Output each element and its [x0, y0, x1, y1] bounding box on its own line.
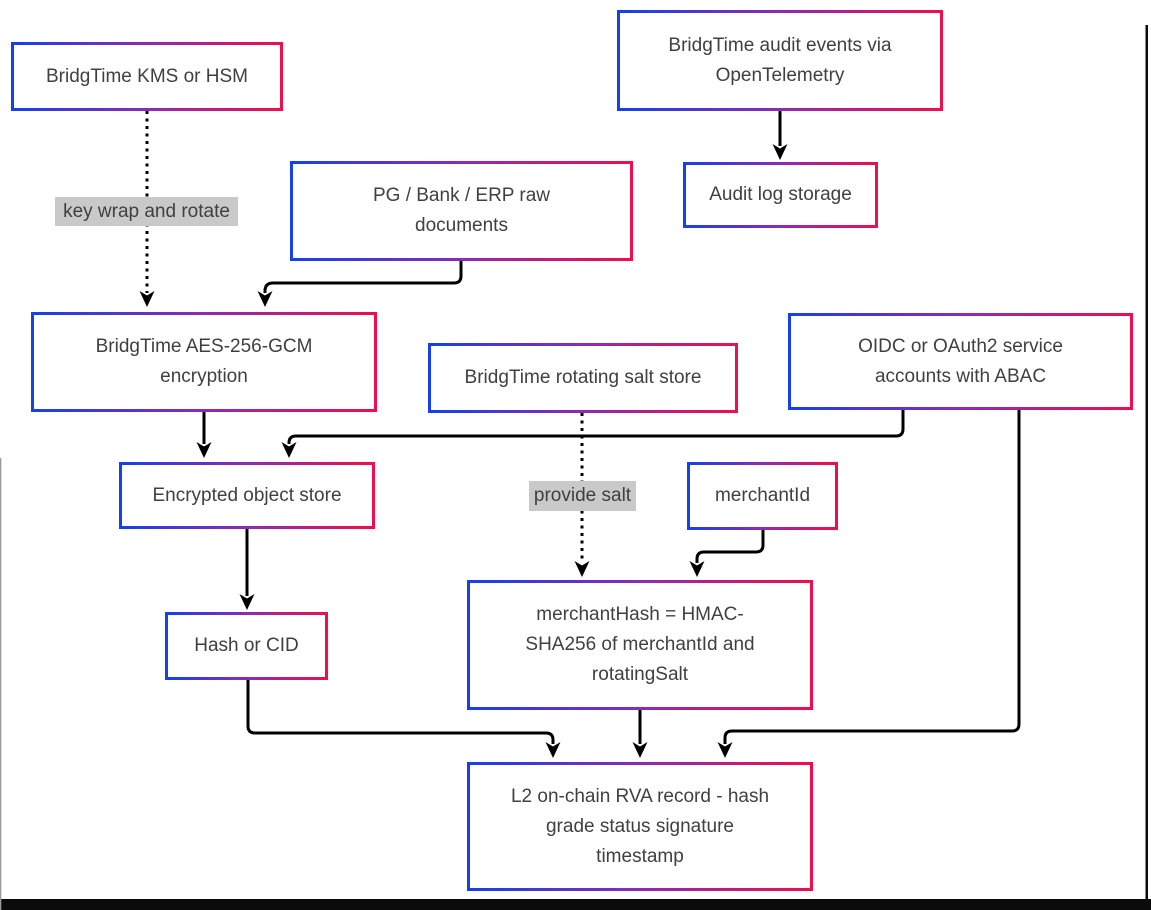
node-merchant-id: merchantId [687, 462, 838, 530]
node-aes-encryption-label: BridgTime AES-256-GCM encryption [34, 315, 374, 409]
node-kms-label: BridgTime KMS or HSM [14, 45, 280, 108]
node-audit-storage-label: Audit log storage [686, 165, 875, 225]
node-rotating-salt-store-label: BridgTime rotating salt store [431, 346, 735, 410]
node-audit-storage: Audit log storage [683, 162, 878, 228]
edge-hash-cid-to-l2-record [246, 680, 561, 758]
node-oidc-oauth2-label: OIDC or OAuth2 service accounts with ABA… [791, 316, 1130, 407]
frame-right-line [1145, 25, 1148, 910]
node-l2-onchain-rva-record-label: L2 on-chain RVA record - hash grade stat… [470, 765, 810, 888]
node-l2-onchain-rva-record: L2 on-chain RVA record - hash grade stat… [467, 762, 813, 891]
node-encrypted-object-store: Encrypted object store [119, 462, 375, 529]
node-audit-events: BridgTime audit events via OpenTelemetry [617, 10, 943, 111]
node-oidc-oauth2: OIDC or OAuth2 service accounts with ABA… [788, 313, 1133, 410]
node-rotating-salt-store: BridgTime rotating salt store [428, 343, 738, 413]
frame-left-line [0, 458, 2, 910]
node-merchant-hash: merchantHash = HMAC- SHA256 of merchantI… [467, 580, 813, 710]
edge-merchant-id-to-merchant-hash [689, 530, 765, 577]
node-hash-or-cid-label: Hash or CID [168, 615, 325, 677]
node-kms: BridgTime KMS or HSM [11, 42, 283, 111]
edge-oidc-to-encrypted-store [281, 410, 905, 458]
node-merchant-hash-label: merchantHash = HMAC- SHA256 of merchantI… [470, 583, 810, 707]
node-pg-bank-erp-documents: PG / Bank / ERP raw documents [290, 161, 633, 261]
edge-oidc-to-l2-record [717, 410, 1021, 758]
edge-label-key-wrap: key wrap and rotate [55, 197, 238, 226]
edge-label-provide-salt: provide salt [529, 481, 636, 511]
node-audit-events-label: BridgTime audit events via OpenTelemetry [620, 13, 940, 108]
node-hash-or-cid: Hash or CID [165, 612, 328, 680]
frame-bottom-bar [0, 899, 1151, 910]
edge-pg-bank-to-aes [257, 261, 463, 307]
node-pg-bank-erp-documents-label: PG / Bank / ERP raw documents [293, 164, 630, 258]
node-aes-encryption: BridgTime AES-256-GCM encryption [31, 312, 377, 412]
node-encrypted-object-store-label: Encrypted object store [122, 465, 372, 526]
node-merchant-id-label: merchantId [690, 465, 835, 527]
